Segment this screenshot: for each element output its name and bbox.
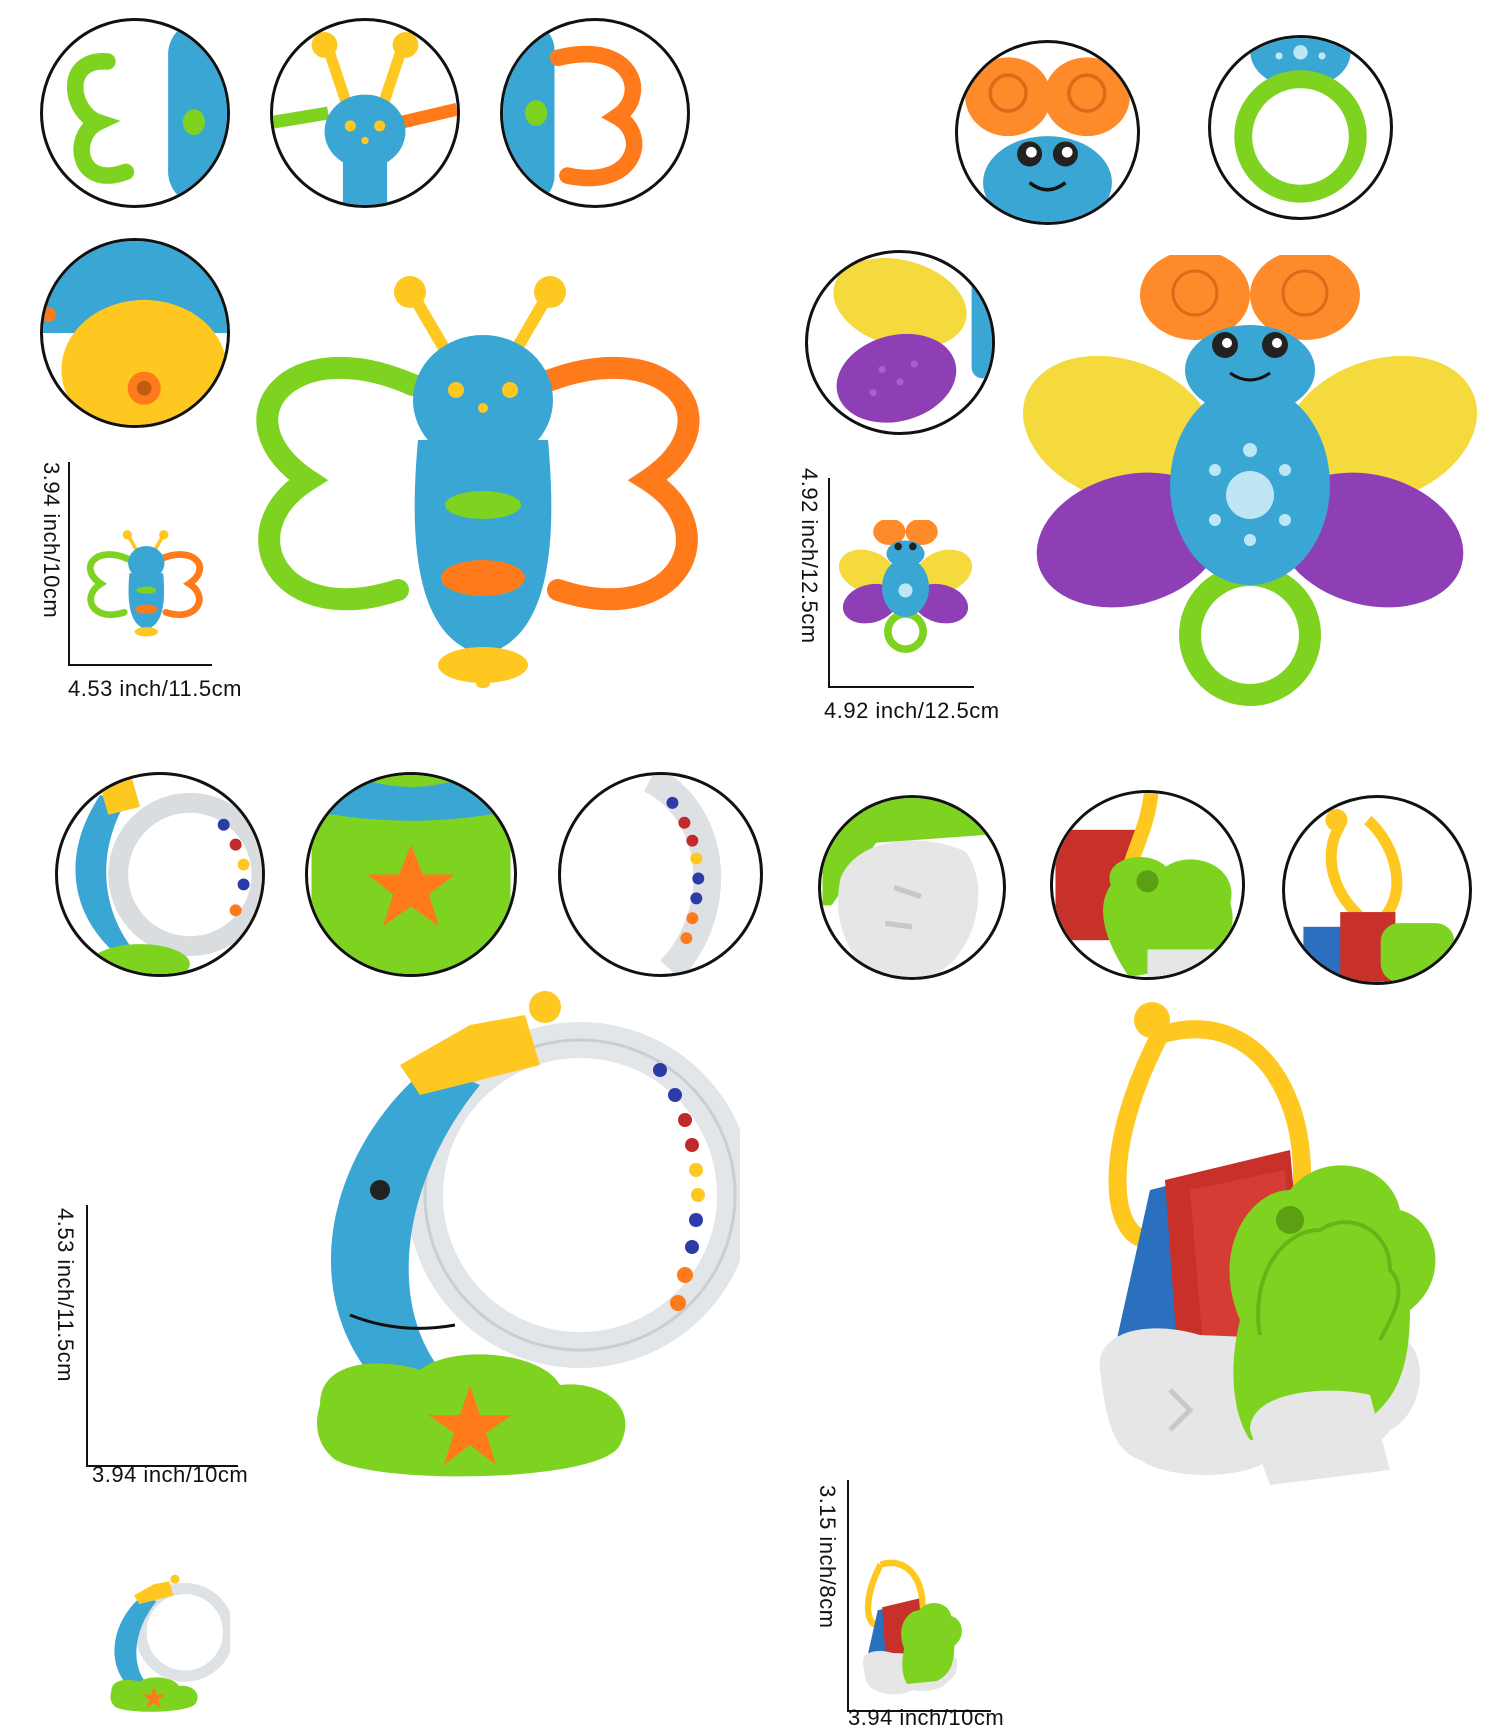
dragonfly-teether-icon — [1023, 255, 1477, 706]
green-wing-detail-icon — [66, 21, 227, 205]
moon-ring-detail — [55, 772, 265, 977]
butterfly-rattle-image — [228, 270, 728, 700]
butterfly-rattle-thumbnail-icon — [86, 530, 204, 637]
key-rattle-thumbnail — [860, 1540, 975, 1710]
moon-rattle-icon — [317, 991, 740, 1477]
head-antenna-detail-icon — [273, 32, 457, 205]
butterfly-rattle-panel: 3.94 inch/10cm 4.53 inch/11.5cm — [0, 0, 750, 750]
green-wing-detail — [40, 18, 230, 208]
dragonfly-teether-thumbnail — [838, 520, 973, 655]
key-rattle-image — [1090, 990, 1480, 1490]
face-detail — [955, 40, 1140, 225]
key-width-label: 3.94 inch/10cm — [848, 1705, 1005, 1730]
dragonfly-width-label: 4.92 inch/12.5cm — [824, 698, 1000, 723]
key-height-label: 3.15 inch/8cm — [815, 1485, 840, 1629]
head-antenna-detail — [270, 18, 460, 208]
butterfly-width-label: 4.53 inch/11.5cm — [68, 676, 242, 701]
moon-width-label: 3.94 inch/10cm — [92, 1462, 249, 1487]
wings-detail — [805, 250, 995, 435]
moon-height-axis — [86, 1205, 88, 1467]
green-key-detail — [1050, 790, 1245, 980]
dragonfly-width-axis — [828, 686, 974, 688]
key-rattle-icon — [1099, 1002, 1436, 1485]
beads-detail-icon — [643, 775, 722, 974]
moon-ring-detail-icon — [75, 778, 262, 974]
face-detail-icon — [965, 57, 1130, 222]
key-rattle-panel: 3.15 inch/8cm 3.94 inch/10cm — [750, 750, 1500, 1730]
moon-width-axis — [86, 1465, 238, 1467]
butterfly-height-axis — [68, 462, 70, 666]
beads-detail — [558, 772, 763, 977]
orange-wing-detail — [500, 18, 690, 208]
moon-rattle-panel: 4.53 inch/11.5cm 3.94 inch/10cm — [0, 750, 763, 1712]
ring-detail — [1208, 35, 1393, 220]
white-key-detail — [818, 795, 1006, 980]
key-rattle-thumbnail-icon — [862, 1559, 962, 1695]
bottom-base-detail-icon — [43, 241, 227, 425]
moon-height-label: 4.53 inch/11.5cm — [53, 1208, 78, 1382]
butterfly-height-label: 3.94 inch/10cm — [39, 462, 64, 619]
dragonfly-teether-thumbnail-icon — [838, 520, 973, 653]
dragonfly-teether-image — [1020, 255, 1480, 715]
dragonfly-height-label: 4.92 inch/12.5cm — [797, 468, 822, 644]
ring-detail-icon — [1234, 38, 1367, 203]
moon-rattle-thumbnail — [100, 1570, 230, 1720]
wings-detail-icon — [833, 258, 992, 423]
dragonfly-teether-panel: 4.92 inch/12.5cm 4.92 inch/12.5cm — [750, 0, 1500, 750]
star-detail — [305, 772, 517, 977]
loop-detail-icon — [1303, 809, 1455, 982]
star-detail-icon — [311, 775, 511, 974]
bottom-base-detail — [40, 238, 230, 428]
moon-rattle-image — [280, 985, 740, 1495]
key-height-axis — [847, 1480, 849, 1712]
dragonfly-height-axis — [828, 478, 830, 688]
moon-rattle-thumbnail-icon — [110, 1574, 230, 1712]
green-key-detail-icon — [1055, 793, 1240, 977]
butterfly-rattle-thumbnail — [80, 520, 210, 650]
butterfly-rattle-icon — [256, 276, 700, 688]
orange-wing-detail-icon — [503, 21, 643, 205]
white-key-detail-icon — [822, 798, 1002, 977]
butterfly-width-axis — [68, 664, 212, 666]
loop-detail — [1282, 795, 1472, 985]
